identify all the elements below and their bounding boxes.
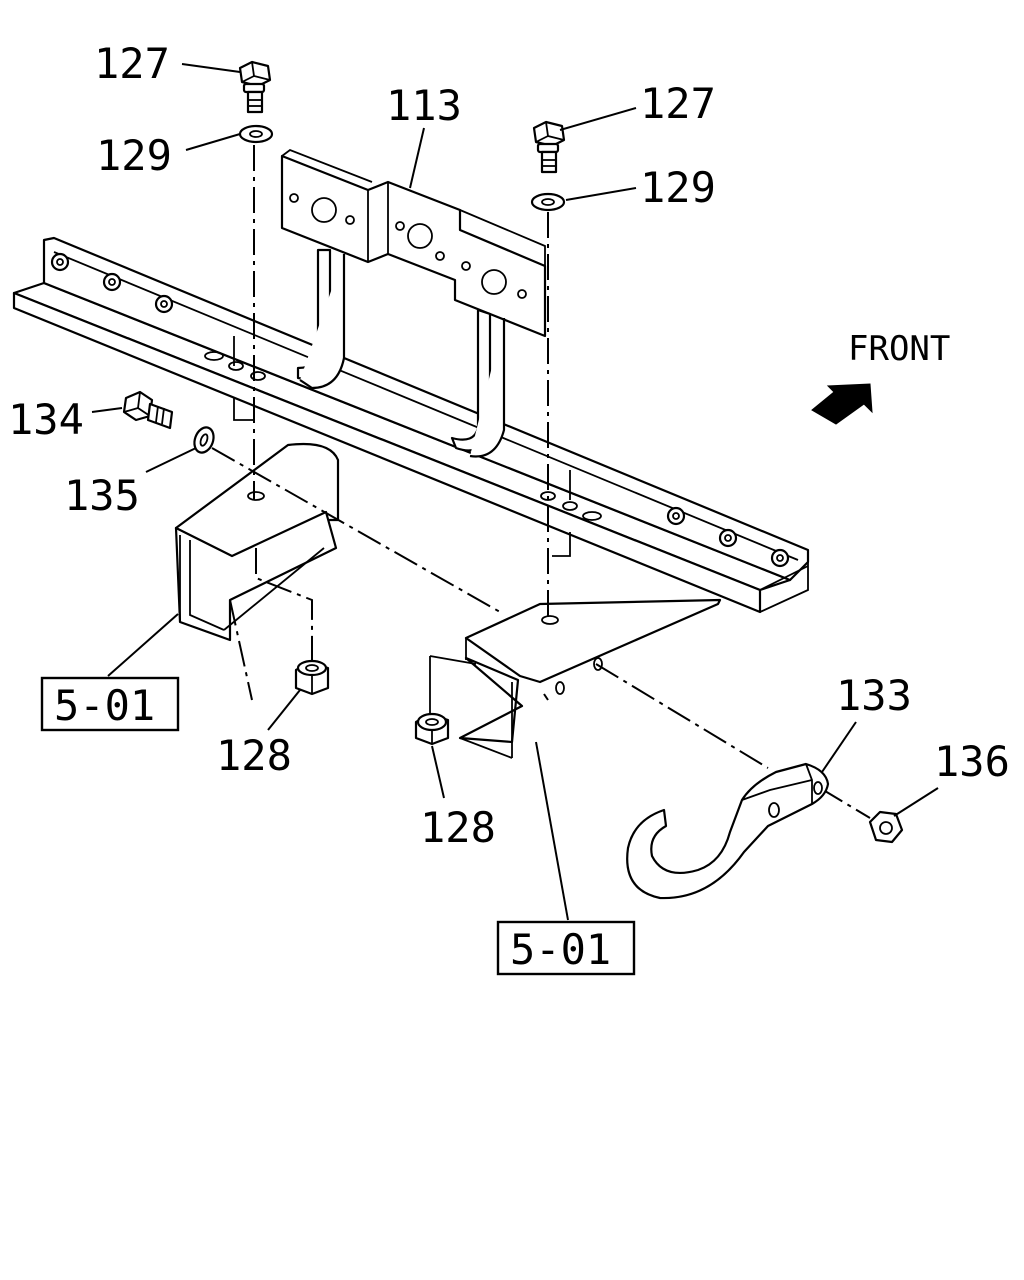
label-136: 136	[934, 737, 1010, 786]
frame-rail-left	[174, 442, 340, 642]
ref-box-5-01-left: 5-01	[40, 676, 180, 732]
bar-nut	[102, 272, 122, 292]
label-5-01-left: 5-01	[54, 681, 155, 730]
bar-nut	[154, 294, 174, 314]
front-arrow-icon	[811, 383, 873, 425]
nut-128-left	[294, 659, 330, 696]
washer-129-right	[530, 192, 566, 212]
bolt-134	[122, 390, 174, 430]
bar-nut	[50, 252, 70, 272]
label-127-right: 127	[640, 79, 716, 128]
washer-129-left	[238, 124, 274, 144]
label-129-right: 129	[640, 163, 716, 212]
bracket-113	[280, 148, 547, 458]
bolt-127-right	[532, 120, 566, 174]
label-127-left: 127	[94, 39, 170, 88]
bar-nut	[666, 506, 686, 526]
assembly-lines	[211, 145, 871, 819]
washer-135	[193, 426, 215, 454]
cross-member-angle-bar	[12, 236, 810, 614]
hook-133	[626, 762, 830, 900]
label-135: 135	[64, 471, 140, 520]
leader-lines	[91, 63, 939, 921]
ref-box-5-01-right: 5-01	[496, 920, 636, 976]
label-5-01-right: 5-01	[510, 925, 611, 974]
frame-rail-right	[429, 598, 722, 759]
label-113: 113	[386, 81, 462, 130]
label-front: FRONT	[848, 329, 950, 369]
bolt-127-left	[238, 60, 272, 114]
nut-128-right	[414, 712, 450, 746]
label-129-left: 129	[96, 131, 172, 180]
label-133: 133	[836, 671, 912, 720]
label-128-right: 128	[420, 803, 496, 852]
bar-nut	[718, 528, 738, 548]
bar-nut	[770, 548, 790, 568]
nut-136	[868, 810, 904, 844]
label-128-left: 128	[216, 731, 292, 780]
label-134: 134	[8, 395, 84, 444]
